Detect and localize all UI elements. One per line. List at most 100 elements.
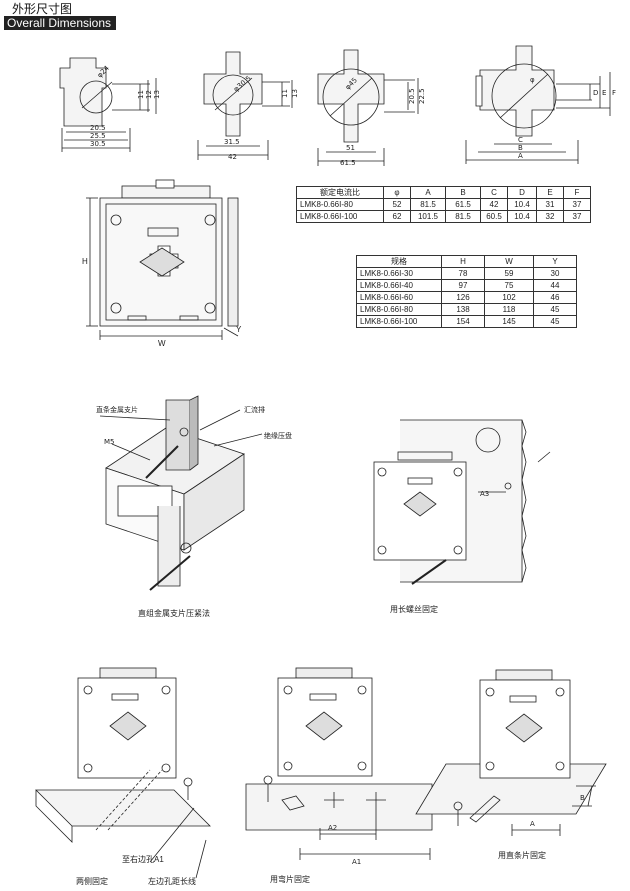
table-cell: LMK8-0.66I-60 bbox=[356, 291, 442, 304]
table-row: LMK8-0.66I-100 62 101.5 81.5 60.5 10.4 3… bbox=[296, 210, 591, 223]
table-cell: 118 bbox=[484, 303, 534, 316]
table-cell: LMK8-0.66I-100 bbox=[296, 210, 384, 223]
table-cell: LMK8-0.66I-80 bbox=[356, 303, 442, 316]
dim3-h2: 22.5 bbox=[418, 88, 426, 104]
title-cn: 外形尺寸图 bbox=[12, 2, 73, 16]
dim1-h3: 13 bbox=[153, 90, 161, 99]
dim2-w2: 42 bbox=[228, 153, 237, 161]
dim4-w3: A bbox=[518, 152, 523, 160]
table-cell: 45 bbox=[533, 303, 577, 316]
table-cell: 32 bbox=[536, 210, 564, 223]
table-cell: 44 bbox=[533, 279, 577, 292]
spec-table-1: 额定电流比 φ A B C D E F LMK8-0.66I-80 52 81.… bbox=[296, 186, 591, 223]
table-header-cell: 规格 bbox=[356, 255, 442, 268]
mount2-view: A2 A1 bbox=[245, 667, 433, 866]
label-bracket: 直条金属支片 bbox=[96, 405, 138, 414]
table-header-cell: W bbox=[484, 255, 534, 268]
front-h: H bbox=[82, 257, 88, 266]
table-cell: LMK8-0.66I-80 bbox=[296, 198, 384, 211]
dim-drawing-4: φ D E F C B A bbox=[465, 45, 616, 164]
dim4-h1: D bbox=[593, 89, 598, 97]
label-a2: A2 bbox=[328, 824, 337, 832]
table-cell: 62 bbox=[383, 210, 411, 223]
table-cell: 81.5 bbox=[410, 198, 446, 211]
table-cell: 75 bbox=[484, 279, 534, 292]
front-view: H W Y bbox=[82, 179, 242, 348]
screw-mount-view: A3 bbox=[373, 419, 551, 585]
dim1-dia: φ24 bbox=[96, 64, 112, 80]
table-header-cell: Y bbox=[533, 255, 577, 268]
dim4-h3: F bbox=[612, 89, 616, 97]
dim-drawing-3: φ45 20.5 22.5 51 61.5 bbox=[317, 49, 426, 167]
table-cell: 46 bbox=[533, 291, 577, 304]
dim1-h2: 12 bbox=[145, 90, 153, 99]
label-b: B bbox=[580, 794, 585, 802]
table-cell: 61.5 bbox=[445, 198, 481, 211]
table-header-cell: φ bbox=[383, 186, 411, 199]
table-cell: 126 bbox=[441, 291, 485, 304]
caption-mount1: 两侧固定 bbox=[76, 877, 108, 886]
table-cell: 42 bbox=[480, 198, 508, 211]
dim-drawing-1: φ24 11 12 13 20.5 25.5 30.5 bbox=[59, 57, 161, 152]
table-cell: 37 bbox=[563, 210, 591, 223]
table-cell: 10.4 bbox=[507, 198, 537, 211]
assembly-view: 直条金属支片 汇流排 绝缘压盘 M5 bbox=[96, 395, 292, 591]
table-header-row: 规格 H W Y bbox=[356, 255, 577, 268]
table-cell: 37 bbox=[563, 198, 591, 211]
table-row: LMK8-0.66I-80 138 118 45 bbox=[356, 303, 577, 316]
table-cell: 10.4 bbox=[507, 210, 537, 223]
table-header-cell: B bbox=[445, 186, 481, 199]
table-row: LMK8-0.66I-60 126 102 46 bbox=[356, 291, 577, 304]
dim1-h1: 11 bbox=[137, 90, 145, 99]
mount3-view: A B bbox=[415, 669, 607, 836]
table-header-cell: 额定电流比 bbox=[296, 186, 384, 199]
mount1-view bbox=[35, 667, 211, 879]
label-slot: 左边孔距长线 bbox=[148, 877, 196, 886]
dim4-dia: φ bbox=[530, 76, 535, 84]
dim4-w2: B bbox=[518, 144, 523, 152]
dim1-w3: 30.5 bbox=[90, 140, 106, 148]
table-header-cell: A bbox=[410, 186, 446, 199]
table-cell: 78 bbox=[441, 267, 485, 280]
dim-drawing-2: φ30.5 11 13 31.5 42 bbox=[197, 51, 299, 161]
dim2-h1: 11 bbox=[281, 89, 289, 98]
table-header-cell: F bbox=[563, 186, 591, 199]
table-cell: 30 bbox=[533, 267, 577, 280]
table-row: LMK8-0.66I-30 78 59 30 bbox=[356, 267, 577, 280]
label-a1: A1 bbox=[352, 858, 361, 866]
dim2-w1: 31.5 bbox=[224, 138, 240, 146]
dim2-h2: 13 bbox=[291, 89, 299, 98]
label-m5: M5 bbox=[104, 438, 115, 446]
table-cell: 145 bbox=[484, 315, 534, 328]
spec-table-2: 规格 H W Y LMK8-0.66I-30 78 59 30 LMK8-0.6… bbox=[356, 255, 577, 328]
table-header-row: 额定电流比 φ A B C D E F bbox=[296, 186, 591, 199]
table-cell: 31 bbox=[536, 198, 564, 211]
dim3-w1: 51 bbox=[346, 144, 355, 152]
caption-screw-mount: 用长螺丝固定 bbox=[390, 605, 438, 614]
table-header-cell: E bbox=[536, 186, 564, 199]
table-cell: 59 bbox=[484, 267, 534, 280]
table-cell: LMK8-0.66I-30 bbox=[356, 267, 442, 280]
table-cell: LMK8-0.66I-100 bbox=[356, 315, 442, 328]
caption-mount3: 用直条片固定 bbox=[498, 851, 546, 860]
table-cell: 97 bbox=[441, 279, 485, 292]
caption-assembly: 直组金属支片压紧法 bbox=[138, 609, 210, 618]
section-header: 外形尺寸图 Overall Dimensions bbox=[4, 2, 116, 30]
table-cell: 154 bbox=[441, 315, 485, 328]
dim3-w2: 61.5 bbox=[340, 159, 356, 167]
table-cell: 45 bbox=[533, 315, 577, 328]
label-plate: 绝缘压盘 bbox=[264, 431, 292, 440]
dim3-h1: 20.5 bbox=[408, 88, 416, 104]
table-cell: LMK8-0.66I-40 bbox=[356, 279, 442, 292]
table-row: LMK8-0.66I-40 97 75 44 bbox=[356, 279, 577, 292]
table-header-cell: C bbox=[480, 186, 508, 199]
label-hole: 至右边孔A1 bbox=[122, 855, 164, 864]
front-y: Y bbox=[236, 325, 242, 334]
dim1-w2: 25.5 bbox=[90, 132, 106, 140]
dim1-w1: 20.5 bbox=[90, 124, 106, 132]
front-w: W bbox=[158, 339, 166, 348]
title-en: Overall Dimensions bbox=[4, 16, 116, 30]
table-cell: 52 bbox=[383, 198, 411, 211]
table-cell: 101.5 bbox=[410, 210, 446, 223]
